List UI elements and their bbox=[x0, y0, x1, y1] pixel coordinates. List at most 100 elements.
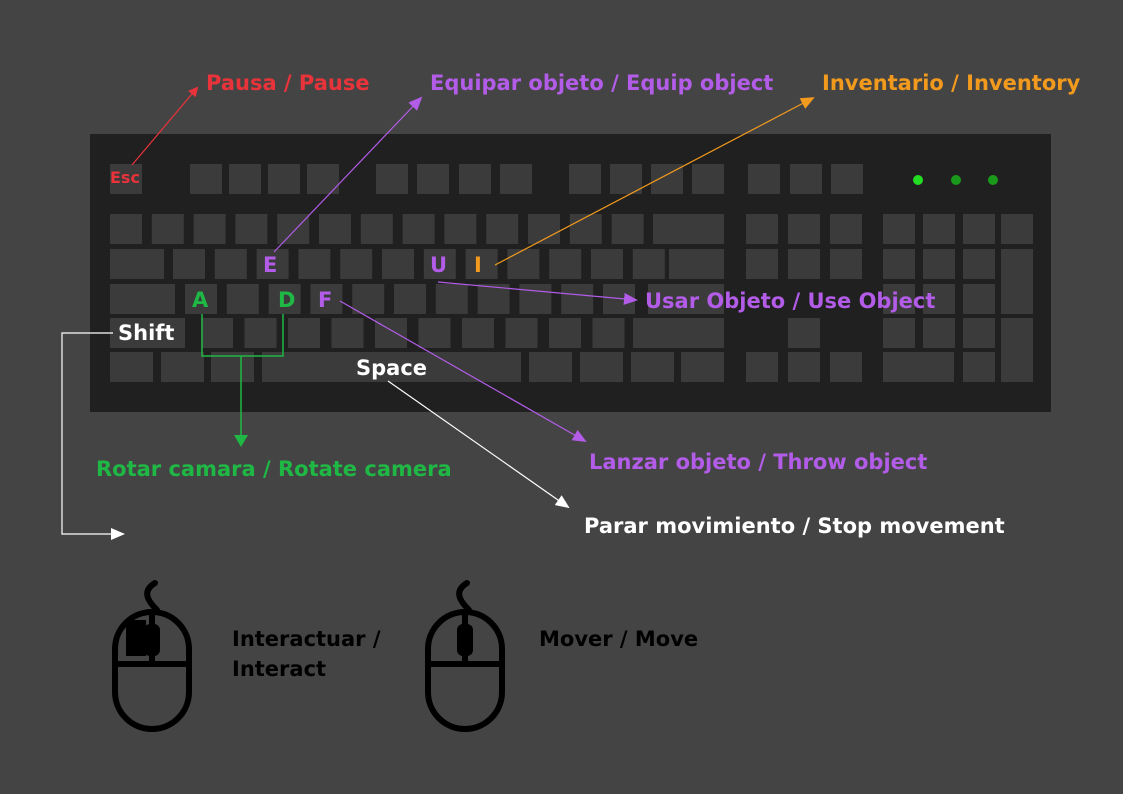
keyboard-key bbox=[923, 249, 955, 279]
keyboard-key bbox=[352, 284, 385, 314]
keyboard-key bbox=[923, 318, 955, 348]
keyboard-key bbox=[244, 318, 277, 348]
arrow-icon bbox=[437, 281, 638, 305]
keyboard-key bbox=[519, 284, 552, 314]
keyboard-key bbox=[669, 249, 724, 279]
label-interact-line2: Interact bbox=[232, 657, 327, 681]
keyboard-key bbox=[394, 284, 426, 314]
keyboard-key bbox=[830, 214, 862, 244]
keyboard-key bbox=[214, 249, 247, 279]
arrow-icon bbox=[387, 380, 570, 509]
keyboard-key bbox=[648, 284, 724, 314]
keyboard-key bbox=[235, 214, 268, 244]
keyboard-key bbox=[375, 318, 407, 348]
keyboard-key bbox=[1001, 249, 1033, 314]
led-indicator-icon bbox=[913, 175, 923, 185]
key-e: E bbox=[263, 253, 278, 277]
keyboard-key bbox=[611, 214, 644, 244]
keyboard-key bbox=[748, 164, 780, 194]
keyboard-key bbox=[161, 352, 204, 382]
led-indicator-icon bbox=[988, 175, 998, 185]
keyboard-key bbox=[319, 214, 351, 244]
keyboard-key bbox=[633, 318, 724, 348]
keyboard-key bbox=[110, 352, 153, 382]
keyboard-key bbox=[1001, 318, 1033, 382]
keyboard-key bbox=[963, 284, 995, 314]
keyboard-key bbox=[963, 318, 995, 348]
keyboard-key bbox=[444, 214, 477, 244]
keyboard-key bbox=[569, 164, 601, 194]
keyboard-key bbox=[883, 318, 915, 348]
mouse-icon bbox=[425, 580, 505, 732]
arrow-icon bbox=[61, 332, 125, 540]
keyboard-key bbox=[288, 318, 320, 348]
keyboard-key bbox=[402, 214, 435, 244]
keyboard-key bbox=[963, 352, 995, 382]
keyboard-key bbox=[746, 214, 778, 244]
arrow-icon bbox=[494, 97, 815, 266]
keyboard-key bbox=[681, 352, 724, 382]
label-inventory: Inventario / Inventory bbox=[822, 71, 1081, 95]
keyboard-key bbox=[529, 352, 572, 382]
keyboard-key bbox=[110, 249, 164, 279]
keyboard-key bbox=[211, 352, 254, 382]
label-rotate-camera: Rotar camara / Rotate camera bbox=[96, 457, 452, 481]
keyboard-key bbox=[310, 284, 343, 314]
keyboard-key bbox=[110, 164, 142, 194]
keyboard-key bbox=[883, 249, 915, 279]
keyboard-key bbox=[788, 249, 820, 279]
keyboard-key bbox=[653, 214, 724, 244]
keyboard-key bbox=[963, 214, 995, 244]
keyboard-key bbox=[190, 164, 222, 194]
keyboard-key bbox=[340, 249, 373, 279]
keyboard-key bbox=[173, 249, 205, 279]
keyboard-key bbox=[923, 284, 955, 314]
key-i: I bbox=[474, 253, 482, 277]
keyboard-key bbox=[746, 249, 778, 279]
label-throw-object: Lanzar objeto / Throw object bbox=[589, 450, 928, 474]
keyboard-key bbox=[883, 214, 915, 244]
label-stop-movement: Parar movimiento / Stop movement bbox=[584, 514, 1005, 538]
keyboard-key bbox=[692, 164, 724, 194]
keyboard-key bbox=[788, 352, 820, 382]
keyboard-key bbox=[465, 249, 498, 279]
keyboard-key bbox=[268, 164, 300, 194]
keyboard-key bbox=[229, 164, 261, 194]
keyboard-key bbox=[331, 318, 364, 348]
keyboard-key bbox=[746, 352, 778, 382]
arrow-icon bbox=[273, 96, 423, 253]
arrow-icon bbox=[131, 86, 199, 166]
key-f: F bbox=[318, 288, 333, 312]
keyboard-key bbox=[462, 318, 494, 348]
key-esc: Esc bbox=[110, 168, 140, 187]
keyboard-key bbox=[486, 214, 519, 244]
keyboard-key bbox=[580, 352, 623, 382]
keyboard-key bbox=[376, 164, 408, 194]
mouse-icon bbox=[112, 580, 192, 732]
keyboard-key bbox=[549, 249, 582, 279]
keyboard-key bbox=[923, 214, 955, 244]
keyboard-key bbox=[788, 214, 820, 244]
keyboard-key bbox=[831, 164, 863, 194]
keyboard-key bbox=[830, 352, 862, 382]
label-move: Mover / Move bbox=[539, 627, 699, 651]
keyboard-key bbox=[262, 352, 521, 382]
keyboard-key bbox=[110, 214, 142, 244]
label-use-object: Usar Objeto / Use Object bbox=[645, 289, 936, 313]
keyboard-key bbox=[459, 164, 491, 194]
led-indicator-icon bbox=[951, 175, 961, 185]
keyboard-key bbox=[477, 284, 510, 314]
keyboard-key bbox=[632, 249, 665, 279]
keyboard-key bbox=[277, 214, 310, 244]
keyboard-key bbox=[500, 164, 532, 194]
key-a: A bbox=[192, 288, 209, 312]
keyboard-key bbox=[185, 284, 217, 314]
keyboard-key bbox=[505, 318, 538, 348]
keyboard-key bbox=[435, 284, 468, 314]
keyboard-key bbox=[883, 352, 954, 382]
label-equip: Equipar objeto / Equip object bbox=[430, 71, 774, 95]
keyboard-key bbox=[569, 214, 602, 244]
keyboard-key bbox=[631, 352, 674, 382]
